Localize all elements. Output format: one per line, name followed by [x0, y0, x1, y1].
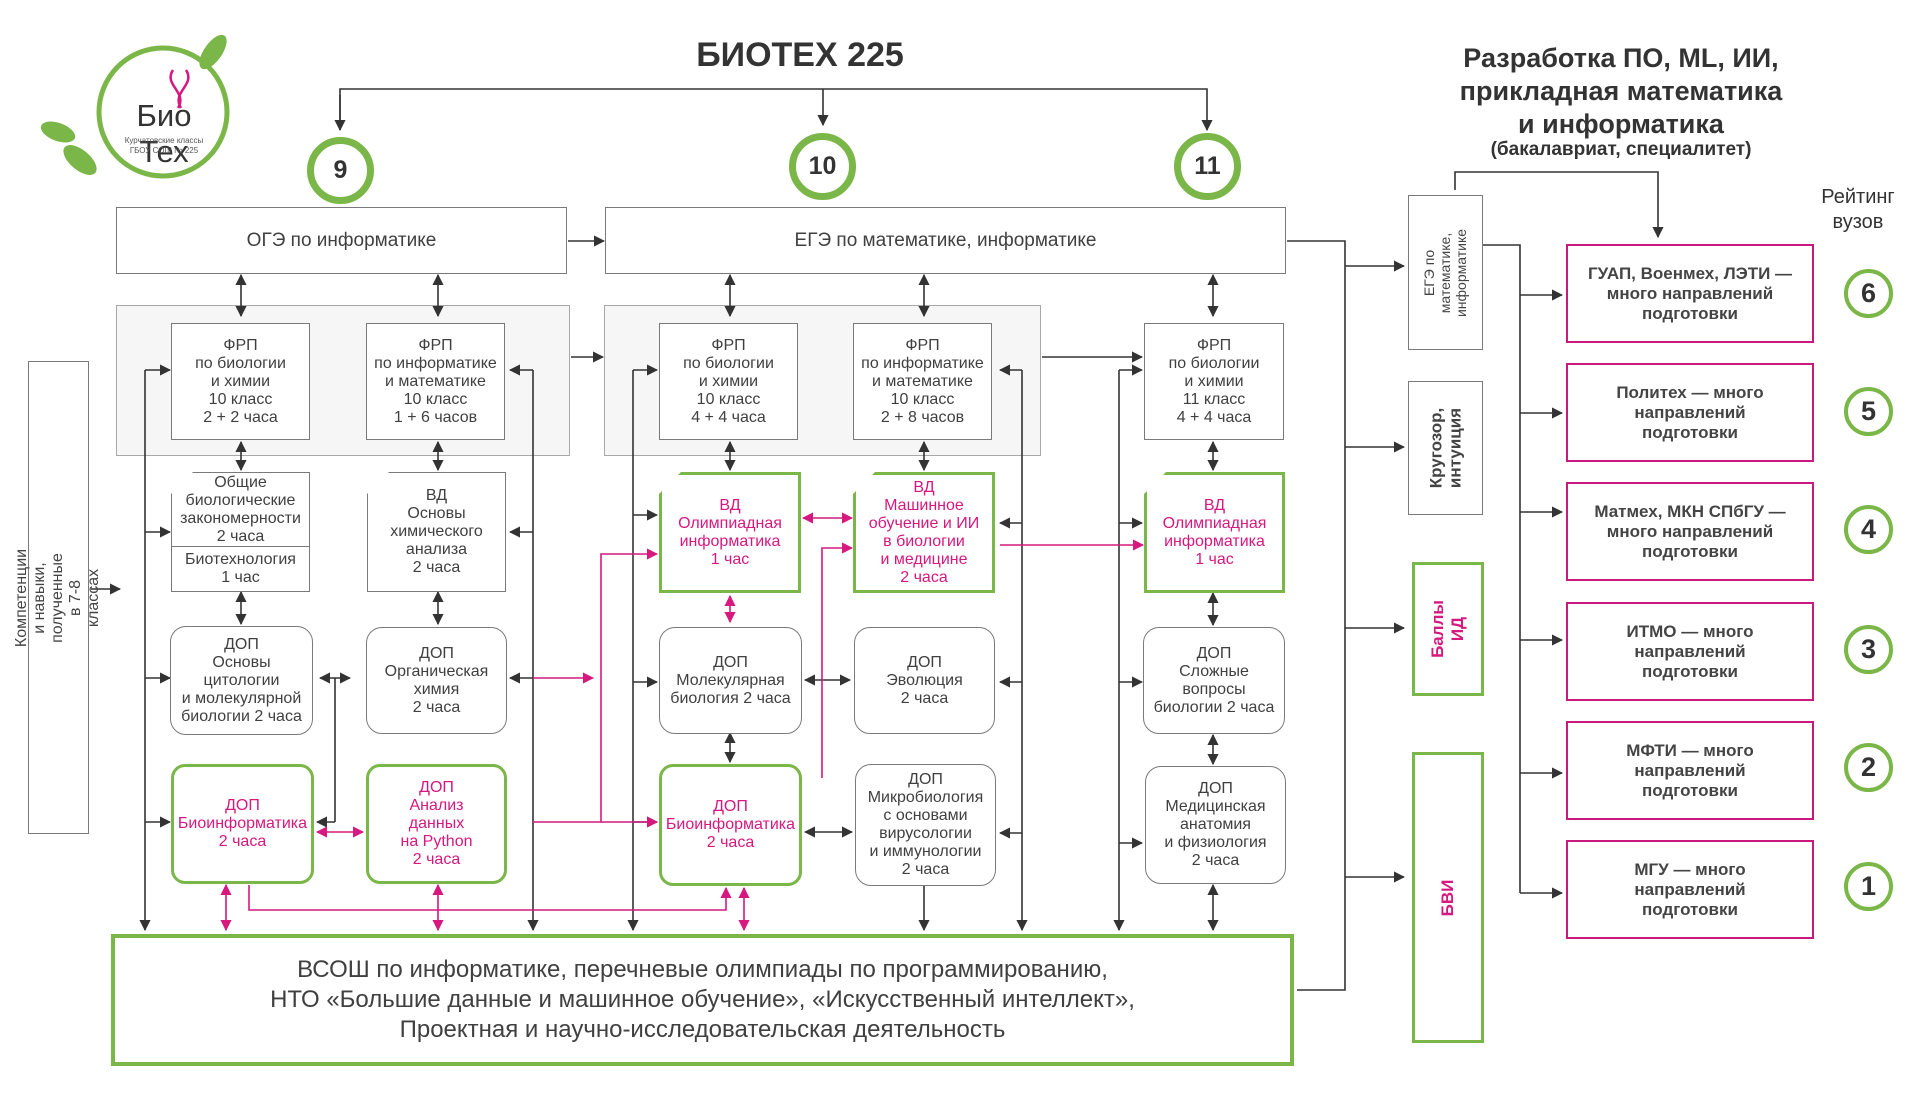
rank-badge-5: 5 [1844, 387, 1893, 436]
rating-label: Рейтинг вузов [1821, 186, 1895, 233]
competencies-label: Компетенции и навыки, полученные в 7-8 к… [14, 361, 103, 834]
vd-ml-ai: ВД Машинное обучение и ИИ в биологии и м… [853, 472, 995, 593]
vd-olymp-11: ВД Олимпиадная информатика 1 час [1144, 472, 1285, 593]
logo-subtitle-1: Курчатовские классы [124, 136, 204, 145]
admission-bvi: БВИ [1412, 752, 1484, 1043]
vd-bio-patterns: Общие биологические закономерности 2 час… [171, 472, 310, 592]
logo-subtitle-2: ГБОУ СОШ № 225 [129, 146, 199, 155]
page-title: БИОТЕХ 225 [696, 36, 904, 74]
right-subtitle: (бакалавриат, специалитет) [1490, 139, 1752, 160]
admission-ege: ЕГЭ по математике, информатике [1408, 195, 1483, 350]
university-mipt: МФТИ — много направлений подготовки [1566, 721, 1814, 820]
vd-chem-analysis: ВД Основы химического анализа 2 часа [367, 472, 506, 592]
dop-microbiology: ДОП Микробиология с основами вирусологии… [855, 764, 996, 886]
dop-bioinformatics-10: ДОП Биоинформатика 2 часа [659, 764, 802, 886]
university-msu: МГУ — много направлений подготовки [1566, 840, 1814, 939]
vd-olymp-10: ВД Олимпиадная информатика 1 час [659, 472, 801, 593]
university-guap: ГУАП, Военмех, ЛЭТИ — много направлений … [1566, 244, 1814, 343]
ege-header: ЕГЭ по математике, информатике [605, 207, 1286, 274]
oge-header: ОГЭ по информатике [116, 207, 567, 274]
right-title: Разработка ПО, ML, ИИ, прикладная матема… [1459, 43, 1783, 139]
rank-badge-2: 2 [1844, 743, 1893, 792]
university-matmeh: Матмех, МКН СПбГУ — много направлений по… [1566, 482, 1814, 581]
frp-bio-11: ФРП по биологии и химии 11 класс 4 + 4 ч… [1144, 323, 1284, 440]
frp-bio-9: ФРП по биологии и химии 10 класс 2 + 2 ч… [171, 323, 310, 440]
dop-cytology: ДОП Основы цитологии и молекулярной биол… [170, 626, 313, 735]
dop-evolution: ДОП Эволюция 2 часа [854, 627, 995, 734]
dop-medical-anatomy: ДОП Медицинская анатомия и физиология 2 … [1145, 766, 1286, 884]
frp-inf-9: ФРП по информатике и математике 10 класс… [366, 323, 505, 440]
leaf-icon [40, 34, 230, 179]
vd-bio-text: Общие биологические закономерности 2 час… [172, 473, 309, 547]
grade-11-badge: 11 [1174, 133, 1241, 200]
dop-organic-chem: ДОП Органическая химия 2 часа [366, 627, 507, 734]
logo-name: Био Тех [136, 98, 192, 169]
grade-10-badge: 10 [789, 133, 856, 200]
dop-molecular-bio: ДОП Молекулярная биология 2 часа [659, 627, 802, 734]
dop-python: ДОП Анализ данных на Python 2 часа [366, 764, 507, 884]
university-itmo: ИТМО — много направлений подготовки [1566, 602, 1814, 701]
biotech-text: Биотехнология 1 час [185, 551, 296, 586]
frp-inf-10: ФРП по информатике и математике 10 класс… [853, 323, 992, 440]
rank-badge-6: 6 [1844, 269, 1893, 318]
rank-badge-1: 1 [1844, 862, 1893, 911]
rank-badge-3: 3 [1844, 625, 1893, 674]
grade-9-badge: 9 [307, 137, 374, 204]
rank-badge-4: 4 [1844, 505, 1893, 554]
biotech-logo: Био Тех Курчатовские классы ГБОУ СОШ № 2… [28, 30, 243, 195]
admission-krugozor: Кругозор, интуиция [1408, 381, 1483, 515]
frp-bio-10: ФРП по биологии и химии 10 класс 4 + 4 ч… [659, 323, 798, 440]
olympiad-box: ВСОШ по информатике, перечневые олимпиад… [111, 934, 1294, 1066]
dop-bioinformatics-9: ДОП Биоинформатика 2 часа [171, 764, 314, 884]
admission-id-points: Баллы ИД [1412, 562, 1484, 696]
dop-hard-bio: ДОП Сложные вопросы биологии 2 часа [1143, 627, 1285, 734]
university-polytech: Политех — много направлений подготовки [1566, 363, 1814, 462]
